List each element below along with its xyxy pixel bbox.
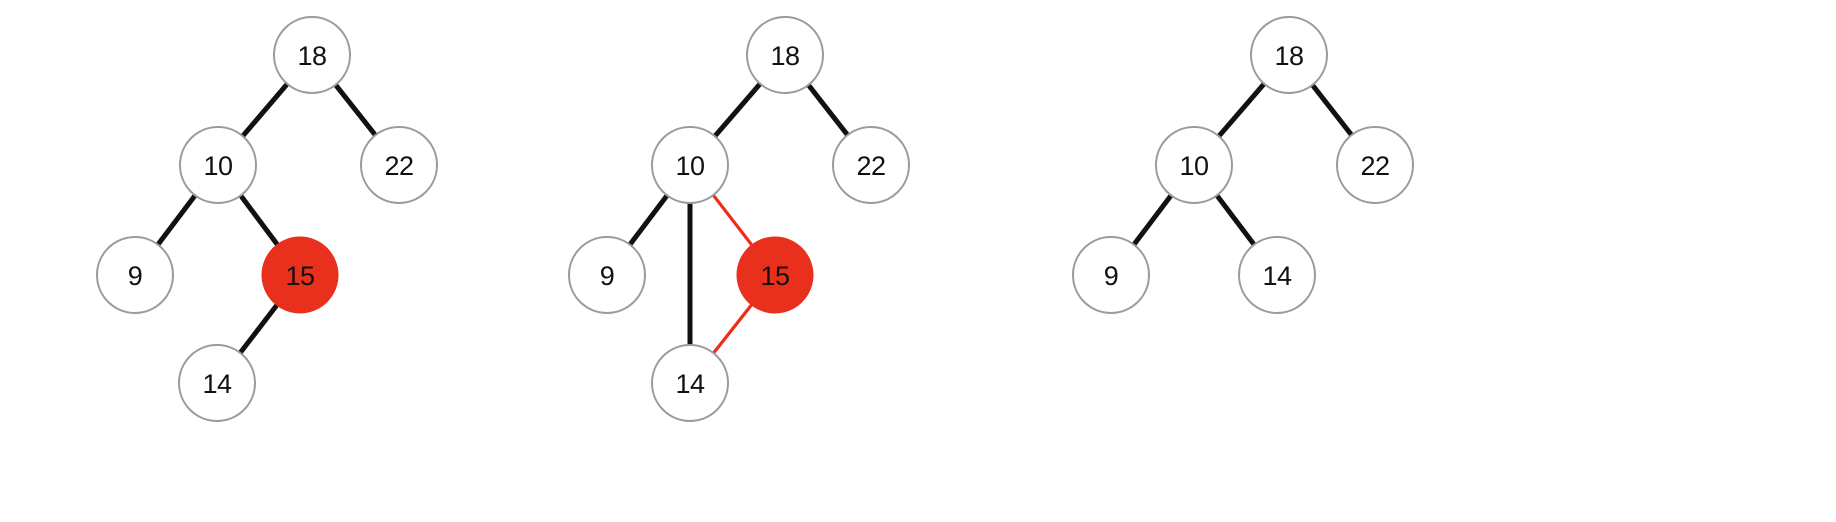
node-label: 10 [1179, 151, 1208, 181]
panel-edges-tree-before-deletion [155, 82, 378, 355]
panel-nodes-tree-before-deletion: 18 10 22 9 15 14 [96, 16, 438, 422]
node-circle[interactable] [179, 126, 257, 204]
node-label: 22 [856, 151, 885, 181]
tree-edge-n2-18-to-n2-22 [806, 83, 850, 137]
node-label: 14 [1262, 261, 1292, 291]
tree-edge-n1-10-to-n1-9 [155, 193, 198, 247]
node-label: 10 [203, 151, 232, 181]
node-label: 9 [128, 261, 143, 291]
tree-edge-n1-18-to-n1-10 [240, 82, 290, 138]
tree-node-9[interactable]: 9 [96, 236, 174, 314]
node-circle[interactable] [1238, 236, 1316, 314]
node-label: 18 [770, 41, 799, 71]
node-label: 15 [285, 261, 314, 291]
node-label: 14 [202, 369, 232, 399]
tree-node-22[interactable]: 22 [1336, 126, 1414, 204]
tree-node-10[interactable]: 10 [651, 126, 729, 204]
tree-edge-n2-15-to-n2-14 [712, 303, 753, 355]
panel-edges-tree-during-deletion [627, 82, 850, 355]
node-circle[interactable] [832, 126, 910, 204]
tree-edge-n3-18-to-n3-22 [1310, 83, 1354, 137]
node-label: 9 [600, 261, 615, 291]
node-circle-highlighted[interactable] [736, 236, 814, 314]
tree-node-18[interactable]: 18 [273, 16, 351, 94]
node-label: 22 [1360, 151, 1389, 181]
tree-edge-n1-10-to-n1-15 [238, 193, 280, 247]
node-circle[interactable] [360, 126, 438, 204]
tree-edge-n2-10-to-n2-15 [711, 194, 754, 246]
node-circle[interactable] [651, 344, 729, 422]
edges-layer [155, 82, 1354, 355]
panel-nodes-tree-during-deletion: 18 10 22 9 15 14 [568, 16, 910, 422]
panel-edges-tree-after-deletion [1131, 82, 1354, 247]
node-label: 9 [1104, 261, 1119, 291]
tree-node-18[interactable]: 18 [1250, 16, 1328, 94]
tree-node-22[interactable]: 22 [360, 126, 438, 204]
nodes-layer: 18 10 22 9 15 14 18 10 22 9 15 14 18 10 22 9 14 [96, 16, 1414, 422]
node-label: 10 [675, 151, 704, 181]
node-circle-highlighted[interactable] [261, 236, 339, 314]
node-circle[interactable] [568, 236, 646, 314]
tree-node-14[interactable]: 14 [178, 344, 256, 422]
node-circle[interactable] [1155, 126, 1233, 204]
tree-edge-n2-18-to-n2-10 [712, 82, 763, 138]
node-circle[interactable] [178, 344, 256, 422]
node-label: 18 [1274, 41, 1303, 71]
node-label: 18 [297, 41, 326, 71]
tree-edge-n3-10-to-n3-9 [1131, 193, 1174, 247]
tree-node-15[interactable]: 15 [736, 236, 814, 314]
tree-node-22[interactable]: 22 [832, 126, 910, 204]
tree-edge-n1-18-to-n1-22 [333, 83, 378, 137]
node-circle[interactable] [651, 126, 729, 204]
node-circle[interactable] [1072, 236, 1150, 314]
node-circle[interactable] [1336, 126, 1414, 204]
node-label: 22 [384, 151, 413, 181]
node-circle[interactable] [1250, 16, 1328, 94]
node-label: 15 [760, 261, 789, 291]
tree-node-15[interactable]: 15 [261, 236, 339, 314]
tree-edge-n3-18-to-n3-10 [1216, 82, 1267, 138]
node-circle[interactable] [273, 16, 351, 94]
node-circle[interactable] [746, 16, 824, 94]
tree-node-14[interactable]: 14 [651, 344, 729, 422]
tree-node-18[interactable]: 18 [746, 16, 824, 94]
panel-nodes-tree-after-deletion: 18 10 22 9 14 [1072, 16, 1414, 314]
tree-edge-n1-15-to-n1-14 [238, 303, 279, 355]
node-circle[interactable] [96, 236, 174, 314]
tree-node-10[interactable]: 10 [1155, 126, 1233, 204]
tree-edge-n3-10-to-n3-14 [1214, 193, 1257, 247]
tree-node-10[interactable]: 10 [179, 126, 257, 204]
tree-node-14[interactable]: 14 [1238, 236, 1316, 314]
tree-node-9[interactable]: 9 [1072, 236, 1150, 314]
tree-node-9[interactable]: 9 [568, 236, 646, 314]
node-label: 14 [675, 369, 705, 399]
tree-edge-n2-10-to-n2-9 [627, 193, 670, 247]
